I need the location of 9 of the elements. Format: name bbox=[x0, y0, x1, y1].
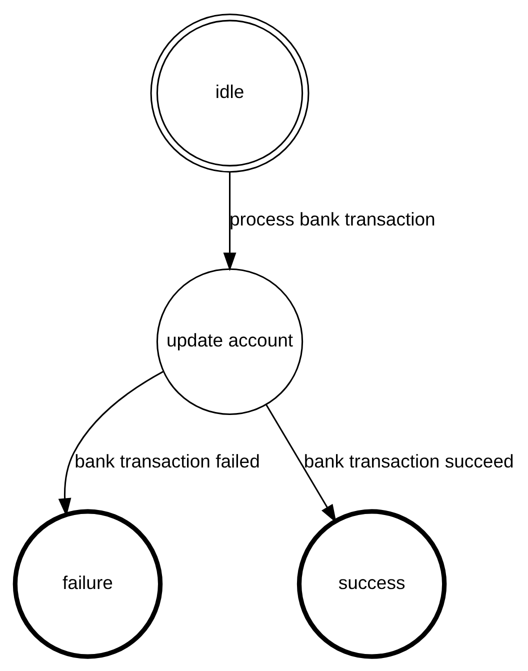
arrow bbox=[265, 404, 336, 524]
edge-label: bank transaction failed bbox=[74, 450, 260, 472]
node-circle: idle bbox=[150, 14, 309, 173]
node-circle: update account bbox=[156, 268, 303, 415]
edge-label: process bank transaction bbox=[229, 208, 435, 230]
node-circle: failure bbox=[12, 509, 162, 659]
edge-label: bank transaction succeed bbox=[303, 450, 514, 472]
node-circle: success bbox=[296, 509, 446, 659]
arrow bbox=[222, 172, 236, 272]
